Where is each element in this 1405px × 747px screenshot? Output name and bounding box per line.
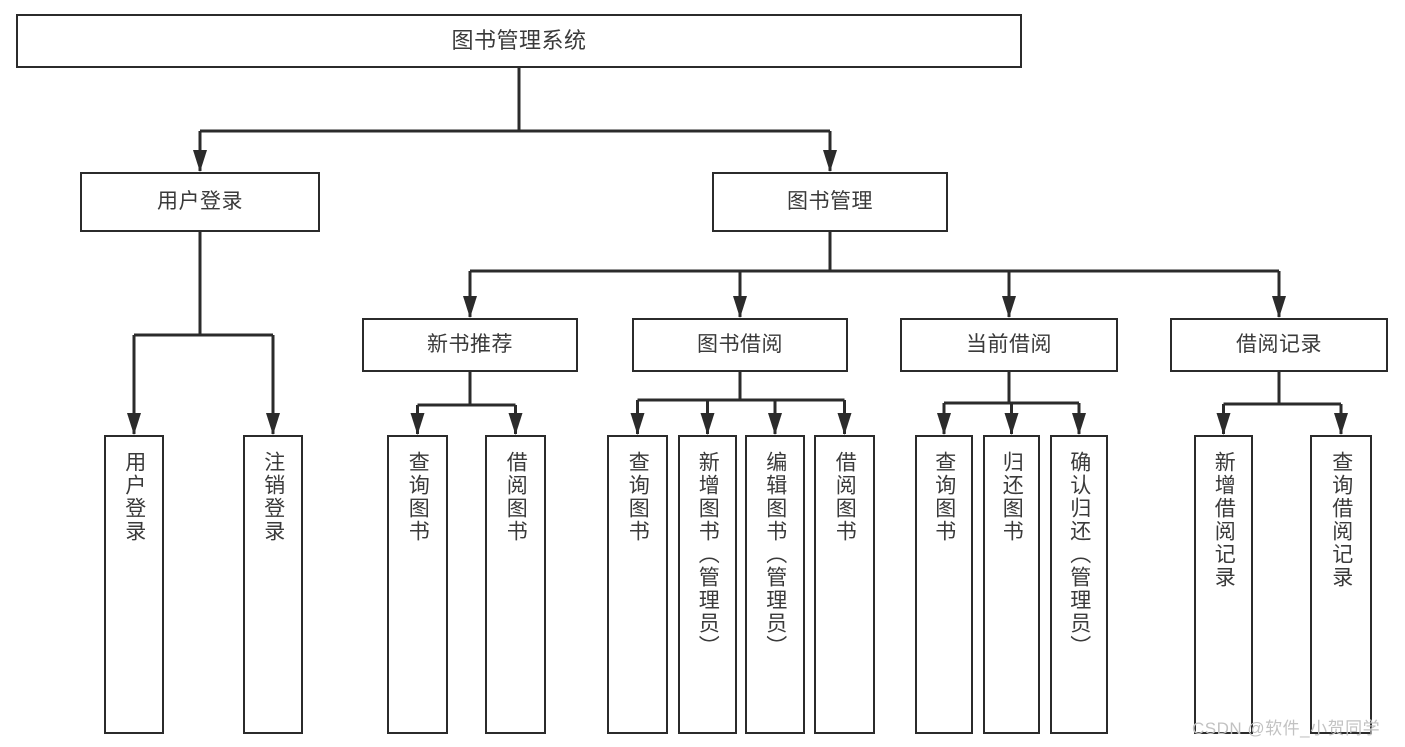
node-l_logout[interactable]: 注销登录 — [243, 435, 303, 734]
node-label: 当前借阅 — [966, 332, 1052, 356]
node-l_bbook2[interactable]: 借阅图书 — [814, 435, 875, 734]
arrow-head — [768, 413, 782, 435]
arrow-head — [1004, 413, 1019, 435]
arrow-head — [1334, 413, 1348, 435]
arrow-head — [733, 296, 747, 318]
arrow-head — [463, 296, 477, 318]
arrow-head — [1216, 413, 1231, 435]
arrow-head — [1272, 296, 1286, 318]
node-records[interactable]: 借阅记录 — [1170, 318, 1388, 372]
arrow-head — [127, 413, 141, 435]
arrow-head — [193, 150, 207, 172]
csdn-watermark: CSDN @软件_小贺同学 — [1192, 719, 1381, 738]
node-label: 新增借阅记录 — [1212, 451, 1236, 589]
node-label: 新增图书（管理员） — [696, 451, 720, 658]
arrow-head — [823, 150, 837, 172]
node-l_addrec[interactable]: 新增借阅记录 — [1194, 435, 1253, 734]
node-l_return[interactable]: 归还图书 — [983, 435, 1040, 734]
arrow-head — [937, 413, 951, 435]
node-l_qbook2[interactable]: 查询图书 — [607, 435, 668, 734]
node-bookmgmt[interactable]: 图书管理 — [712, 172, 948, 232]
node-label: 用户登录 — [122, 451, 146, 543]
arrow-head — [1002, 296, 1016, 318]
node-l_confirm[interactable]: 确认归还（管理员） — [1050, 435, 1108, 734]
node-l_qbook1[interactable]: 查询图书 — [387, 435, 448, 734]
node-l_qrec[interactable]: 查询借阅记录 — [1310, 435, 1372, 734]
node-label: 图书借阅 — [697, 332, 783, 356]
node-newbook[interactable]: 新书推荐 — [362, 318, 578, 372]
node-label: 新书推荐 — [427, 332, 513, 356]
node-label: 注销登录 — [261, 451, 285, 543]
node-label: 图书管理 — [787, 189, 873, 213]
node-label: 查询图书 — [406, 451, 430, 543]
node-label: 用户登录 — [157, 189, 243, 213]
node-label: 借阅图书 — [504, 451, 528, 543]
node-current[interactable]: 当前借阅 — [900, 318, 1118, 372]
node-label: 归还图书 — [1000, 451, 1024, 543]
node-l_qbook3[interactable]: 查询图书 — [915, 435, 973, 734]
node-l_addbook[interactable]: 新增图书（管理员） — [678, 435, 737, 734]
arrow-head — [630, 413, 645, 435]
node-label: 借阅图书 — [833, 451, 857, 543]
node-label: 查询图书 — [932, 451, 956, 543]
arrow-head — [266, 413, 280, 435]
node-l_login[interactable]: 用户登录 — [104, 435, 164, 734]
node-l_editbook[interactable]: 编辑图书（管理员） — [745, 435, 805, 734]
arrow-head — [508, 413, 523, 435]
node-l_bbook1[interactable]: 借阅图书 — [485, 435, 546, 734]
arrow-head — [700, 413, 715, 435]
node-label: 编辑图书（管理员） — [763, 451, 787, 658]
arrow-head — [410, 413, 425, 435]
arrow-head — [1072, 413, 1086, 435]
node-label: 图书管理系统 — [451, 28, 587, 54]
node-borrow[interactable]: 图书借阅 — [632, 318, 848, 372]
node-label: 查询借阅记录 — [1329, 451, 1353, 589]
node-root[interactable]: 图书管理系统 — [16, 14, 1022, 68]
node-login[interactable]: 用户登录 — [80, 172, 320, 232]
node-label: 查询图书 — [626, 451, 650, 543]
node-label: 确认归还（管理员） — [1067, 451, 1091, 658]
arrow-head — [837, 413, 852, 435]
node-label: 借阅记录 — [1236, 332, 1322, 356]
